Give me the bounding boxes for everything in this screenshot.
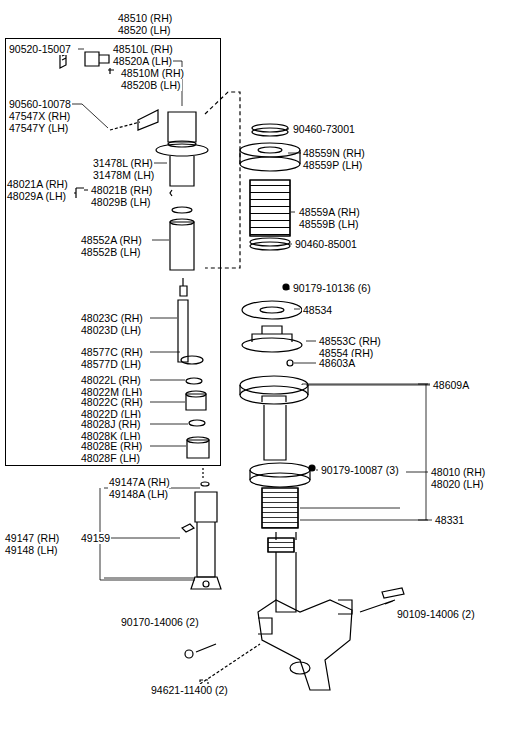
part-number: 48021B (RH): [90, 184, 153, 196]
part-number: 47547X (RH): [8, 110, 71, 122]
part-number: 49159: [80, 532, 111, 544]
part-number: 94621-11400 (2): [150, 684, 229, 696]
part-number: 48022C (RH): [80, 396, 144, 408]
part-number: 48559P (LH): [302, 159, 363, 171]
part-number: 49148 (LH): [4, 544, 59, 556]
part-number: 90109-14006 (2): [396, 608, 476, 620]
part-number: 31478L (RH): [92, 157, 154, 169]
part-number: 90179-10136 (6): [292, 282, 372, 294]
part-number: 48534: [302, 304, 333, 316]
part-number: 90520-15007: [8, 43, 72, 55]
part-number: 48520A (LH): [112, 55, 173, 67]
part-number: 90179-10087 (3): [320, 464, 400, 476]
cartridge-parts: [60, 47, 240, 458]
part-number: 48609A: [432, 379, 470, 391]
part-number: 48510L (RH): [112, 43, 174, 55]
upper-mount-parts: [185, 124, 404, 690]
part-number: 90560-10078: [8, 98, 72, 110]
part-number: 48577C (RH): [80, 346, 144, 358]
part-number: 48552A (RH): [80, 234, 143, 246]
part-number: 48029A (LH): [6, 190, 67, 202]
part-number: 48552B (LH): [80, 246, 142, 258]
assembly-number: 48510 (RH) 48520 (LH): [118, 12, 180, 36]
part-number: 90460-73001: [292, 123, 356, 135]
part-number: 48028E (RH): [80, 440, 143, 452]
part-number: 49148A (LH): [108, 488, 169, 500]
shock-absorber: [182, 468, 221, 589]
part-number: 48603A: [318, 357, 356, 369]
part-number: 90170-14006 (2): [120, 616, 200, 628]
part-number: 48559A (RH): [298, 206, 361, 218]
part-number: 48021A (RH): [6, 178, 69, 190]
part-number: 48331: [434, 514, 465, 526]
part-number: 48029B (LH): [90, 196, 152, 208]
part-number: 31478M (LH): [92, 169, 155, 181]
part-number: 48023D (LH): [80, 324, 142, 336]
part-number: 47547Y (LH): [8, 122, 69, 134]
part-number: 48520B (LH): [120, 79, 182, 91]
part-number: 48022L (RH): [80, 374, 142, 386]
part-number: 48553C (RH): [318, 335, 382, 347]
part-number: 48559N (RH): [302, 147, 366, 159]
part-number: 48028J (RH): [80, 418, 142, 430]
part-number: 49147 (RH): [4, 532, 60, 544]
part-number: 48577D (LH): [80, 358, 142, 370]
part-number: 49147A (RH): [108, 476, 171, 488]
part-number: 48028F (LH): [80, 452, 141, 464]
part-number: 48510M (RH): [120, 67, 185, 79]
part-number: 48023C (RH): [80, 312, 144, 324]
leader-lines: [70, 49, 188, 446]
part-number: 48010 (RH): [430, 466, 486, 478]
part-number: 90460-85001: [294, 238, 358, 250]
part-number: 48020 (LH): [430, 478, 485, 490]
part-number: 48559B (LH): [298, 218, 360, 230]
